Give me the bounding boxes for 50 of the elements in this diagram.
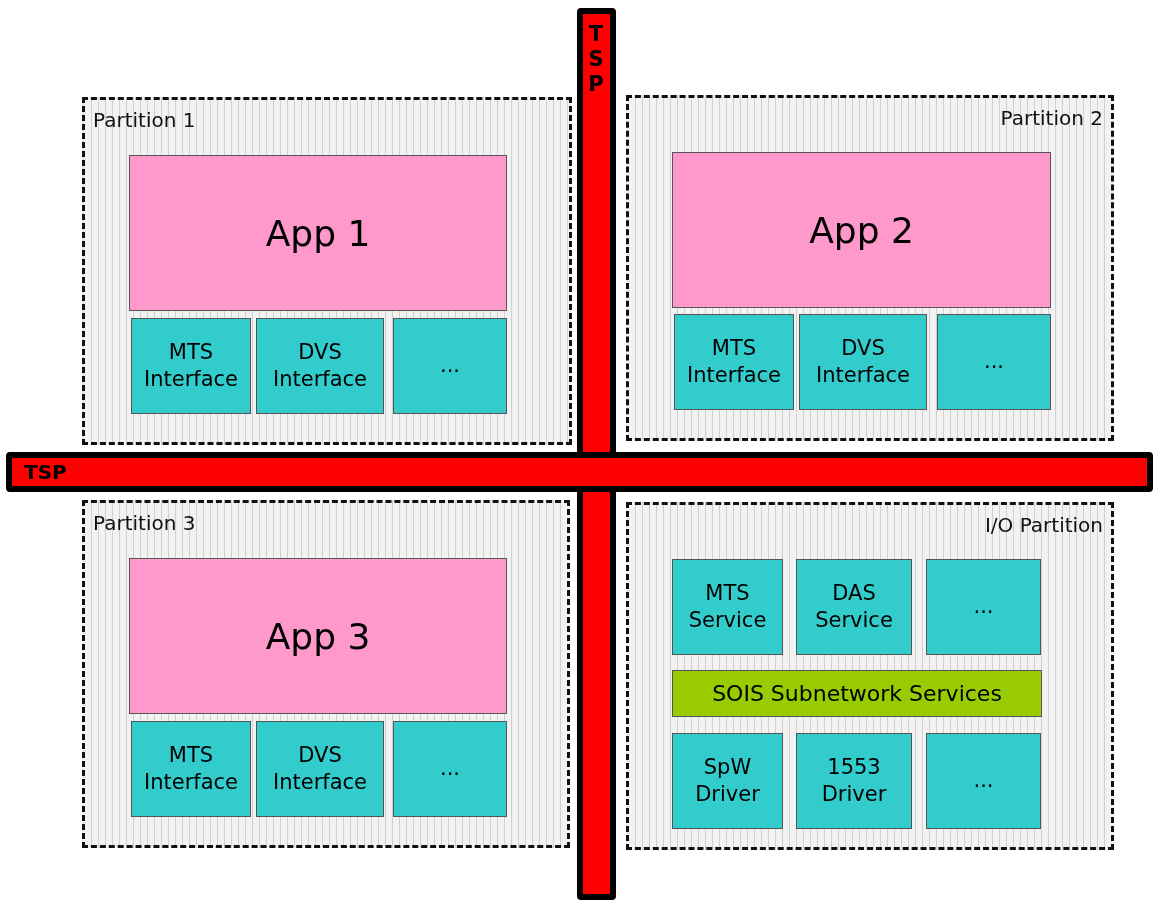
service-box	[674, 314, 794, 410]
bus-bar	[577, 8, 616, 900]
application-box	[129, 155, 507, 311]
application-label: App 1	[265, 212, 371, 254]
service-box	[799, 314, 927, 410]
partition-title: Partition 3	[93, 511, 196, 535]
partition-title: Partition 1	[93, 108, 196, 132]
service-layer-bar	[672, 670, 1042, 717]
service-label: DVS Interface	[272, 741, 368, 796]
service-label: DAS Service	[814, 579, 894, 634]
bus-label: TSP	[24, 459, 67, 486]
service-box	[796, 559, 912, 655]
service-label: DVS Interface	[272, 338, 368, 393]
application-box	[672, 152, 1051, 308]
bus-bar	[6, 452, 1153, 492]
partition-title: I/O Partition	[984, 513, 1103, 537]
partition-title: Partition 2	[1000, 106, 1103, 130]
service-label: 1553 Driver	[820, 753, 888, 808]
application-label: App 3	[265, 615, 371, 657]
service-label: ...	[440, 755, 460, 783]
service-box	[672, 559, 783, 655]
service-label: MTS Interface	[143, 338, 239, 393]
service-box	[937, 314, 1051, 410]
service-box	[131, 318, 251, 414]
service-label: SpW Driver	[694, 753, 761, 808]
service-label: ...	[440, 352, 460, 380]
service-box	[131, 721, 251, 817]
service-label: SOIS Subnetwork Services	[712, 681, 1002, 706]
service-label: MTS Interface	[143, 741, 239, 796]
service-box	[393, 721, 507, 817]
service-label: ...	[984, 348, 1004, 376]
service-box	[256, 721, 384, 817]
service-label: ...	[973, 593, 994, 621]
service-label: DVS Interface	[815, 334, 911, 389]
service-label: MTS Interface	[686, 334, 782, 389]
service-box	[672, 733, 783, 829]
application-label: App 2	[809, 209, 914, 251]
service-box	[796, 733, 912, 829]
service-box	[926, 733, 1041, 829]
partition-box	[82, 97, 572, 445]
application-box	[129, 558, 507, 714]
partition-box	[626, 502, 1114, 850]
service-label: ...	[973, 767, 994, 795]
service-box	[256, 318, 384, 414]
service-label: MTS Service	[687, 579, 768, 634]
partition-box	[82, 500, 570, 848]
bus-label: TSP	[587, 22, 605, 98]
partition-box	[626, 95, 1114, 441]
service-box	[393, 318, 507, 414]
service-box	[926, 559, 1041, 655]
